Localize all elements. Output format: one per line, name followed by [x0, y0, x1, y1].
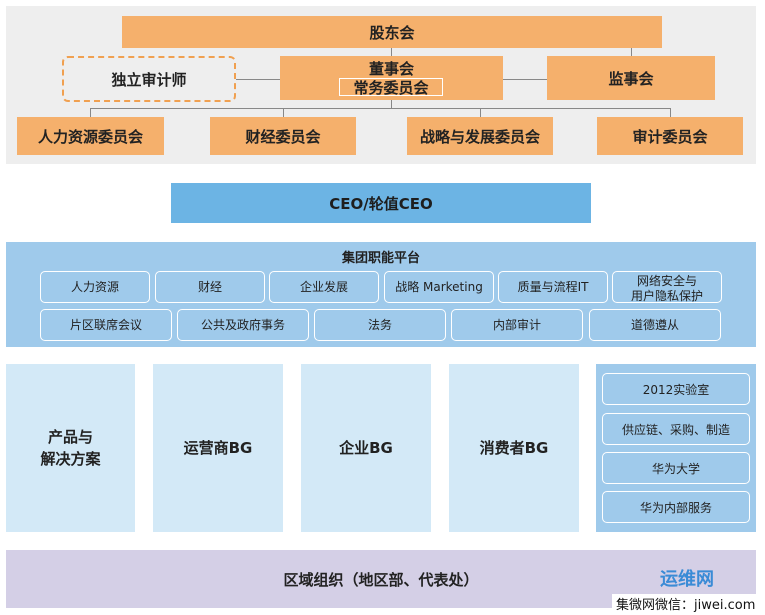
- connector-line: [283, 108, 284, 117]
- shareholders-box: 股东会: [122, 16, 662, 48]
- connector-line: [90, 108, 670, 109]
- products-solutions-column: 产品与 解决方案: [6, 364, 135, 532]
- committee-finance: 财经委员会: [210, 117, 356, 155]
- ceo-label: CEO/轮值CEO: [329, 194, 433, 213]
- region-label: 区域组织（地区部、代表处）: [283, 570, 479, 589]
- connector-line: [480, 108, 481, 117]
- enterprise-bg-column: 企业BG: [301, 364, 431, 532]
- function-hr: 人力资源: [40, 271, 150, 303]
- committee-label: 财经委员会: [245, 127, 321, 146]
- standing-committee-label: 常务委员会: [339, 78, 443, 97]
- independent-auditor-box: 独立审计师: [62, 56, 236, 102]
- connector-line: [391, 48, 392, 56]
- products-label-line2: 解决方案: [40, 450, 101, 468]
- committee-label: 人力资源委员会: [37, 127, 143, 146]
- committee-audit: 审计委员会: [597, 117, 743, 155]
- function-legal: 法务: [314, 309, 446, 341]
- function-label-line: 网络安全与: [636, 273, 697, 288]
- board-label: 董事会: [368, 59, 414, 78]
- committee-hr: 人力资源委员会: [17, 117, 164, 155]
- unit-internal-services: 华为内部服务: [602, 491, 750, 523]
- group-platform-panel: [6, 242, 756, 347]
- carrier-bg-column: 运营商BG: [153, 364, 283, 532]
- function-ethics: 道德遵从: [589, 309, 721, 341]
- unit-supply-chain: 供应链、采购、制造: [602, 413, 750, 445]
- products-label-line1: 产品与: [47, 428, 93, 446]
- committee-label: 战略与发展委员会: [419, 127, 540, 146]
- function-public-affairs: 公共及政府事务: [177, 309, 309, 341]
- watermark-logo-text: 运维网: [660, 569, 714, 590]
- watermark-caption: 集微网微信：jiwei.com: [612, 594, 762, 613]
- function-corp-dev: 企业发展: [269, 271, 379, 303]
- committee-label: 审计委员会: [632, 127, 708, 146]
- independent-auditor-label: 独立审计师: [111, 70, 187, 89]
- shareholders-label: 股东会: [369, 23, 415, 42]
- support-units-panel: [596, 364, 756, 532]
- unit-2012-lab: 2012实验室: [602, 373, 750, 405]
- function-label-line: 用户隐私保护: [630, 288, 703, 303]
- connector-line: [631, 48, 632, 56]
- ceo-box: CEO/轮值CEO: [171, 183, 591, 223]
- consumer-bg-column: 消费者BG: [449, 364, 579, 532]
- connector-line: [236, 79, 280, 80]
- supervisory-label: 监事会: [608, 69, 654, 88]
- function-finance: 财经: [155, 271, 265, 303]
- function-quality-it: 质量与流程IT: [498, 271, 608, 303]
- bg-label: 消费者BG: [479, 439, 549, 457]
- board-box: 董事会 常务委员会: [280, 56, 503, 100]
- connector-line: [670, 108, 671, 117]
- bg-label: 企业BG: [339, 439, 393, 457]
- platform-title: 集团职能平台: [341, 250, 420, 266]
- bg-label: 运营商BG: [183, 439, 253, 457]
- unit-huawei-university: 华为大学: [602, 452, 750, 484]
- function-strategy-marketing: 战略 Marketing: [384, 271, 494, 303]
- supervisory-box: 监事会: [547, 56, 715, 100]
- connector-line: [503, 79, 547, 80]
- committee-strategy: 战略与发展委员会: [407, 117, 553, 155]
- watermark-logo: 运维网: [660, 565, 760, 591]
- function-regional-meeting: 片区联席会议: [40, 309, 172, 341]
- function-security-privacy: 网络安全与 用户隐私保护: [612, 271, 722, 303]
- connector-line: [391, 100, 392, 108]
- connector-line: [90, 108, 91, 117]
- function-internal-audit: 内部审计: [451, 309, 583, 341]
